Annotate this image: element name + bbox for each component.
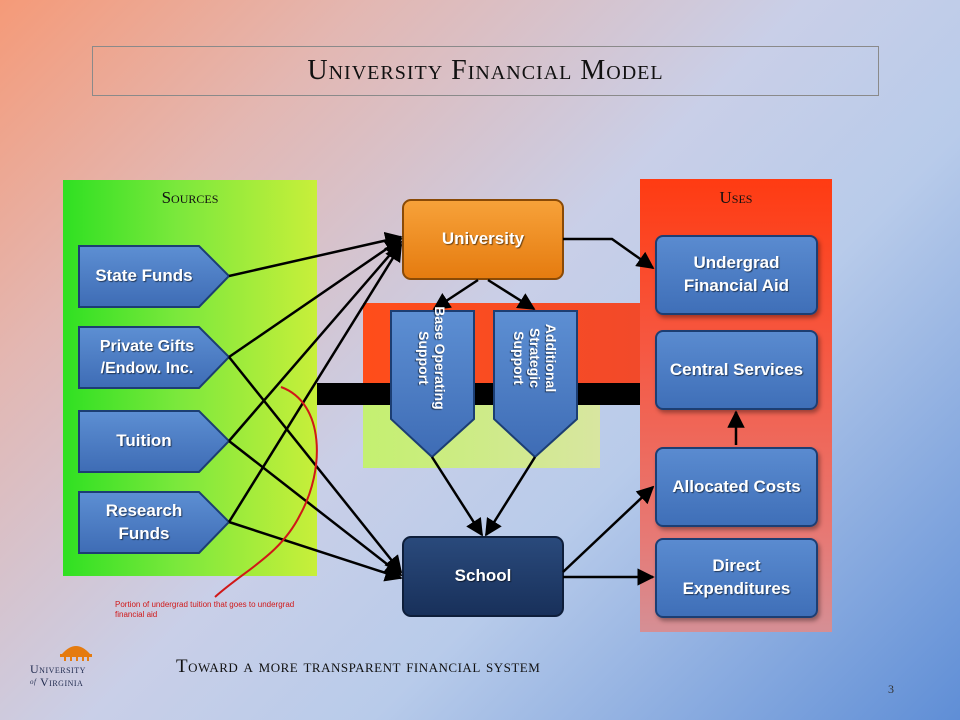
arrow-tuition-to-university [228,240,403,442]
tuition-aid-curve [214,386,318,598]
undergrad-aid-box: Undergrad Financial Aid [655,235,818,315]
logo-line2: Virginia [40,675,84,689]
slide-title: University Financial Model [307,55,664,86]
allocated-costs-box: Allocated Costs [655,447,818,527]
arrow-research-to-university [227,243,403,523]
base-support-shape [390,310,475,459]
arrow-university-to-base [432,278,479,311]
tuition-aid-note: Portion of undergrad tuition that goes t… [115,600,295,620]
research-funds-label: Research Funds [105,500,183,543]
school-label: School [454,566,512,586]
arrow-private-to-school [228,356,403,574]
allocated-costs-label: Allocated Costs [672,476,801,496]
tuition-shape [78,410,231,473]
state-funds-label: State Funds [95,266,193,286]
tuition-label: Tuition [116,431,172,451]
central-services-box: Central Services [655,330,818,410]
central-services-label: Central Services [669,359,804,379]
slide-subtitle: Toward a more transparent financial syst… [176,656,541,677]
sources-label: Sources [161,188,219,207]
uses-label: Uses [719,188,753,207]
university-logo: University of Virginia [26,640,126,696]
rotunda-icon [60,646,92,661]
strategic-support-label: Additional Strategic Support [510,323,560,393]
undergrad-aid-label: Undergrad Financial Aid [683,253,790,295]
direct-expenditures-box: Direct Expenditures [655,538,818,618]
arrow-strategic-to-school [484,456,537,537]
base-support-label: Base Operating Support [416,306,449,410]
strategic-support-shape [493,310,578,459]
private-gifts-label: Private Gifts /Endow. Inc. [99,337,195,377]
logo-line1: University [30,662,86,676]
arrow-tuition-to-school [228,440,403,577]
arrow-research-to-school [228,520,403,582]
arrow-university-to-aid [563,237,655,270]
university-label: University [441,229,525,249]
arrow-state-to-university [228,231,403,278]
research-funds-shape [78,491,231,554]
arrow-base-to-school [430,456,484,537]
title-box: University Financial Model [92,46,879,96]
page-number: 3 [888,682,894,696]
private-gifts-shape [78,326,231,389]
arrow-university-to-strategic [487,278,536,311]
direct-expenditures-label: Direct Expenditures [682,556,791,598]
logo-of: of [30,678,37,686]
arrow-private-to-university [228,237,403,359]
state-funds-shape [78,245,231,308]
arrow-school-to-allocated [562,485,655,573]
